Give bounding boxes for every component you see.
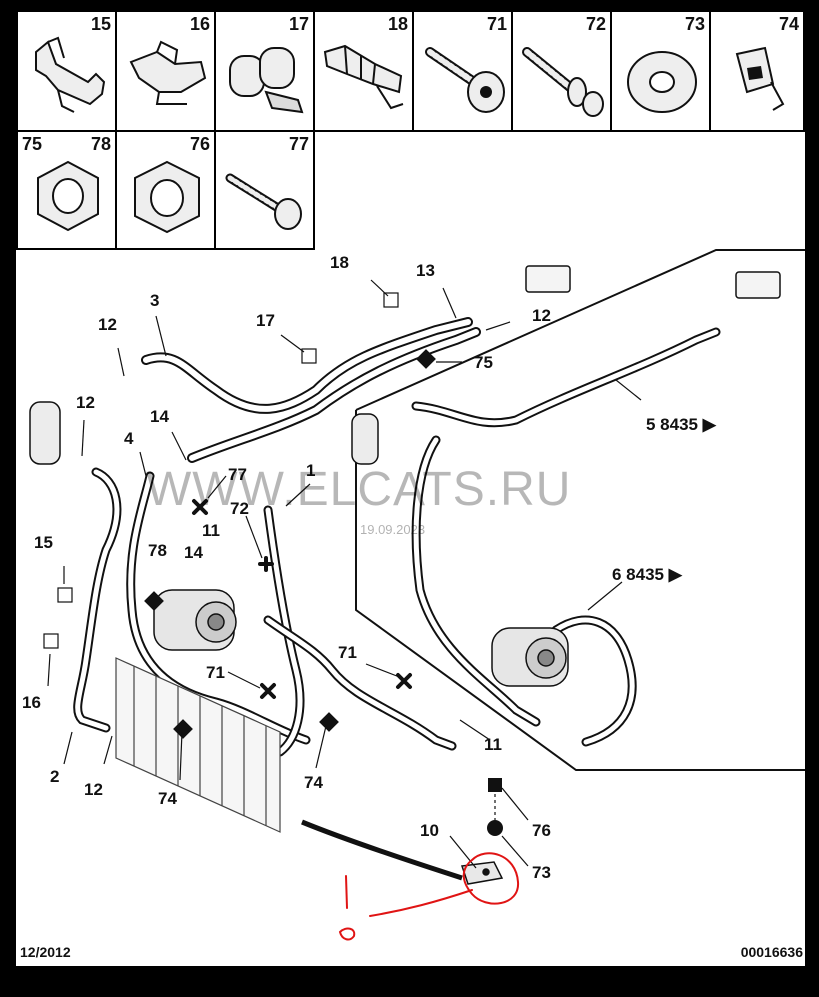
- callout-72: 72: [230, 499, 249, 518]
- callout-16: 16: [22, 693, 41, 712]
- part-number: 15: [90, 14, 111, 34]
- callout-76: 76: [532, 821, 551, 840]
- washer-icon: [627, 51, 697, 113]
- receiver-drier: [29, 401, 379, 465]
- part-number: 71: [486, 14, 507, 34]
- part-cell-18[interactable]: 18: [313, 10, 414, 132]
- footer-code: 00016636: [740, 944, 803, 960]
- callout-14: 14: [150, 407, 169, 426]
- callout-77: 77: [228, 465, 247, 484]
- part-number: 76: [189, 134, 210, 154]
- watermark-site: WWW.ELCATS.RU: [146, 463, 571, 516]
- part-number: 75: [22, 134, 43, 154]
- callout-13: 13: [416, 261, 435, 280]
- callout-12: 12: [84, 780, 103, 799]
- callout-74: 74: [304, 773, 323, 792]
- callout-17: 17: [256, 311, 275, 330]
- screw-icon: [225, 173, 302, 230]
- compressor-right: [491, 627, 569, 687]
- callout-71: 71: [338, 643, 357, 662]
- spring-clip-icon: [735, 46, 785, 111]
- bracket-clip-icon: [35, 36, 106, 113]
- inset-frame-bottom: [355, 410, 805, 771]
- flange-bolt-icon: [425, 47, 505, 113]
- callout-5: 5 8435 ▶: [646, 415, 717, 434]
- leader-lines: [47, 279, 642, 869]
- red-annotation: [338, 852, 520, 941]
- ac-pipe-exploded-view: 3 12 12 12 12 13 17 18 75 14 14 4 77 1 7…: [22, 249, 805, 941]
- part-cell-77[interactable]: 77: [214, 130, 315, 250]
- parts-diagram-sheet: 15 16 17 18 71: [16, 10, 805, 966]
- part-number: 77: [288, 134, 309, 154]
- double-clip-icon: [229, 47, 304, 114]
- part-number: 16: [189, 14, 210, 34]
- callout-labels: 3 12 12 12 12 13 17 18 75 14 14 4 77 1 7…: [22, 253, 717, 882]
- part-cell-76[interactable]: 76: [115, 130, 216, 250]
- evaporator-connector: [525, 265, 781, 299]
- callout-11: 11: [484, 735, 502, 754]
- part-cell-17[interactable]: 17: [214, 10, 315, 132]
- left-pipes: [73, 317, 481, 757]
- callout-6: 6 8435 ▶: [612, 565, 683, 584]
- part-number: 72: [585, 14, 606, 34]
- callout-3: 3: [150, 291, 159, 310]
- callout-73: 73: [532, 863, 551, 882]
- part-number: 17: [288, 14, 309, 34]
- stud-bolt-icon: [522, 47, 604, 117]
- callout-71: 71: [206, 663, 225, 682]
- footer-date: 12/2012: [20, 944, 71, 960]
- part-number: 73: [684, 14, 705, 34]
- callout-14: 14: [184, 543, 203, 562]
- callout-2: 2: [50, 767, 59, 786]
- part-cell-15[interactable]: 15: [16, 10, 117, 132]
- callout-18: 18: [330, 253, 349, 272]
- part-cell-75-78[interactable]: 75 78: [16, 130, 117, 250]
- part-cell-73[interactable]: 73: [610, 10, 711, 132]
- compressor-left: [153, 589, 237, 651]
- callout-1: 1: [306, 461, 315, 480]
- callout-15: 15: [34, 533, 53, 552]
- grommet-clip-icon: [323, 44, 404, 110]
- callout-12: 12: [98, 315, 117, 334]
- callout-4: 4: [124, 429, 134, 448]
- condenser: [115, 657, 281, 833]
- hex-nut-icon: [134, 160, 200, 234]
- part-number: 78: [90, 134, 111, 154]
- callout-12: 12: [76, 393, 95, 412]
- right-pipes: [411, 327, 721, 747]
- callout-12: 12: [532, 306, 551, 325]
- bracket-part-10: [460, 861, 504, 885]
- part-number: 18: [387, 14, 408, 34]
- callout-11: 11: [202, 521, 220, 540]
- flange-nut-icon: [37, 160, 99, 232]
- part-cell-71[interactable]: 71: [412, 10, 513, 132]
- part-cell-74[interactable]: 74: [709, 10, 805, 132]
- marker-squares-open: [43, 292, 399, 649]
- callout-10: 10: [420, 821, 439, 840]
- watermark-date: 19.09.2023: [360, 522, 425, 537]
- inset-frame: [355, 249, 805, 411]
- marker-crosses: [192, 499, 412, 699]
- callout-75: 75: [474, 353, 493, 372]
- callout-78: 78: [148, 541, 167, 560]
- pipe-clip-icon: [129, 40, 207, 105]
- part-number: 74: [778, 14, 799, 34]
- callout-74: 74: [158, 789, 177, 808]
- leader-arrow: [301, 819, 463, 881]
